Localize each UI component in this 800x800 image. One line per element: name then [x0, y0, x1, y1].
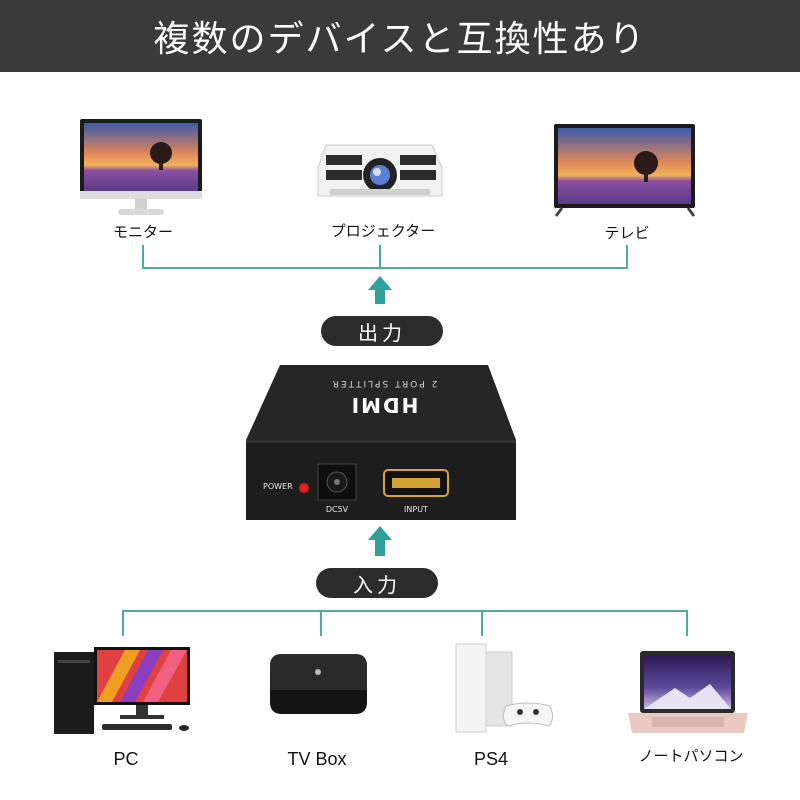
- power-label: POWER: [263, 482, 293, 491]
- tv-icon: [554, 124, 696, 217]
- input-arrow: [368, 526, 392, 556]
- input-connector: [122, 610, 688, 636]
- pc-icon: [54, 647, 190, 734]
- page-title: 複数のデバイスと互換性あり: [153, 19, 647, 60]
- splitter-brand-logo: HDMI: [349, 393, 419, 417]
- ps4-icon: [455, 643, 554, 733]
- projector-icon: [317, 144, 443, 197]
- dc-port-label: DC5V: [325, 505, 349, 514]
- output-connector: [142, 245, 628, 269]
- output-pill: 出力: [321, 316, 443, 346]
- output-arrow: [368, 276, 392, 304]
- output-label-monitor: モニター: [112, 223, 174, 241]
- output-label-tv: テレビ: [604, 224, 650, 242]
- monitor-icon: [80, 119, 202, 215]
- input-label-tv-box: TV Box: [287, 749, 347, 769]
- input-pill: 入力: [316, 568, 438, 598]
- header-banner: 複数のデバイスと互換性あり: [0, 0, 800, 72]
- tv-box-icon: [270, 654, 367, 714]
- input-label-ps4: PS4: [473, 749, 509, 769]
- output-label-projector: プロジェクター: [330, 222, 436, 240]
- power-led: [299, 483, 309, 493]
- input-label-laptop: ノートパソコン: [638, 747, 744, 765]
- hdmi-splitter: [246, 365, 516, 520]
- input-label-pc: PC: [113, 749, 139, 769]
- input-port-label: INPUT: [404, 505, 428, 514]
- splitter-model-text: 2 PORT SPLITTER: [330, 378, 438, 388]
- laptop-icon: [628, 651, 748, 733]
